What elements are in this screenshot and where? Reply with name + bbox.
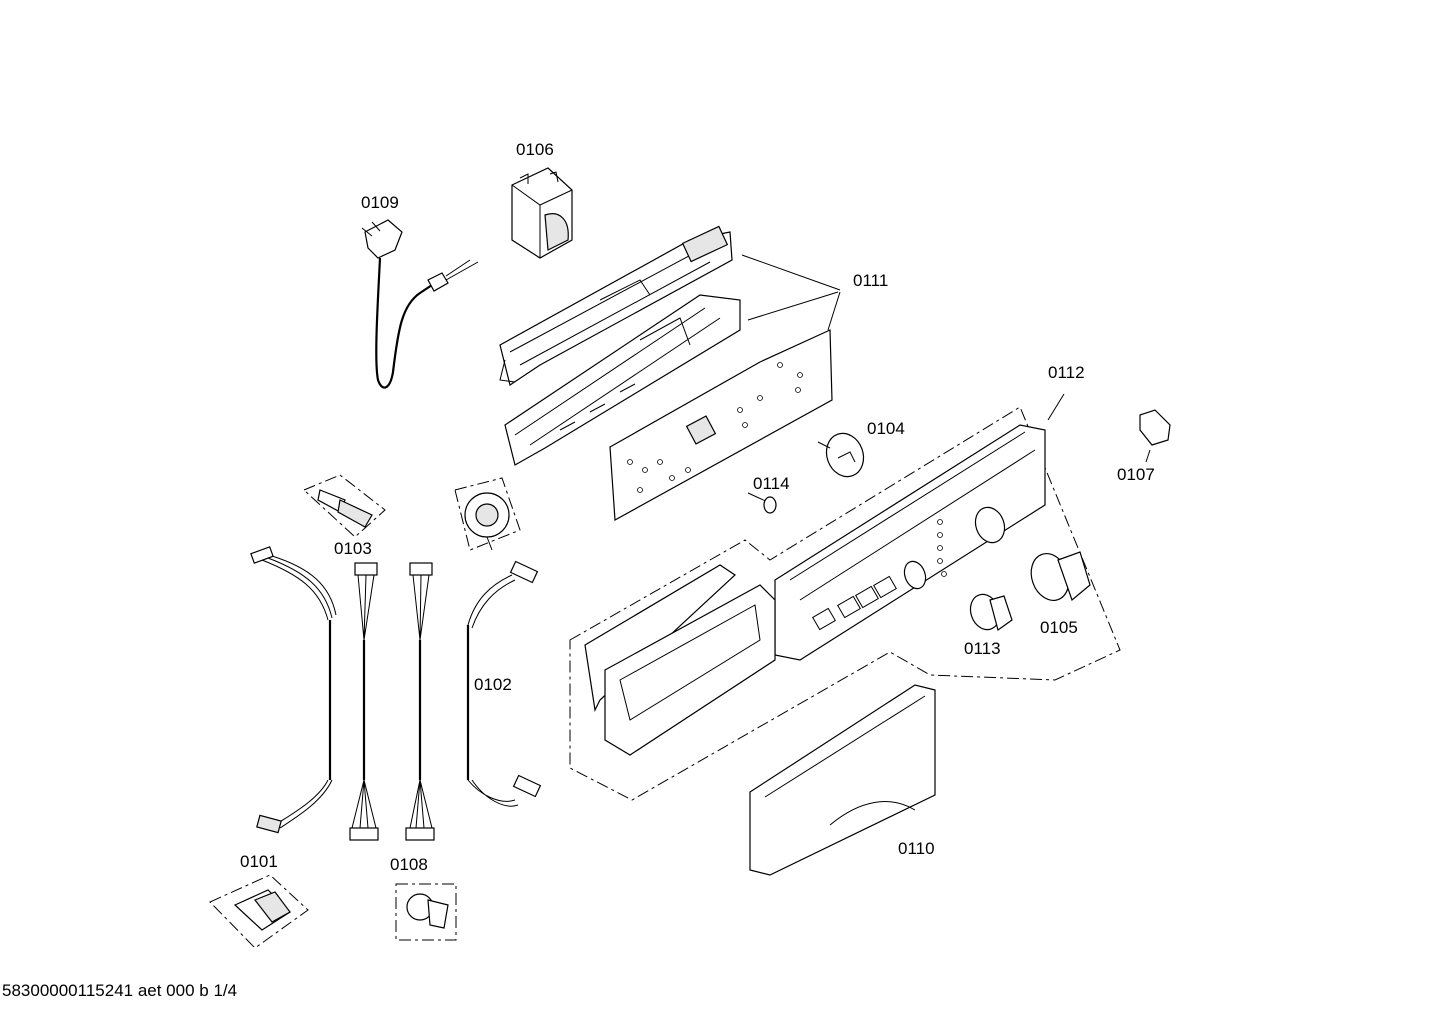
part-0108-wire-bundle-left[interactable] <box>349 562 379 841</box>
part-0110-drawer-handle[interactable] <box>749 684 936 876</box>
label-0111: 0111 <box>853 271 888 290</box>
part-0113-knob[interactable] <box>966 590 1013 633</box>
label-0106: 0106 <box>516 140 554 159</box>
label-0107: 0107 <box>1117 465 1155 484</box>
part-0109-power-cord[interactable] <box>361 219 479 389</box>
label-0113: 0113 <box>964 639 1001 658</box>
part-0108-wire-bundle-right[interactable] <box>405 562 435 841</box>
part-0111-upper-housing[interactable] <box>499 225 733 386</box>
label-0112: 0112 <box>1048 363 1085 382</box>
leader-0111 <box>741 254 841 331</box>
document-footer-id: 58300000115241 aet 000 b 1/4 <box>2 981 238 1000</box>
part-0101-wire-harness[interactable] <box>250 546 337 834</box>
part-drain-pump[interactable] <box>209 874 309 949</box>
part-0103-sensor[interactable] <box>303 474 386 538</box>
part-0104-selector-knob[interactable] <box>817 428 869 482</box>
label-0103: 0103 <box>334 539 372 558</box>
part-0102-wire-harness[interactable] <box>466 560 542 807</box>
part-0107-clip[interactable] <box>1139 409 1171 463</box>
leader-0112 <box>1047 393 1065 421</box>
part-0111-control-board[interactable] <box>609 329 833 521</box>
part-0108-valve[interactable] <box>395 883 457 941</box>
part-pressure-switch[interactable] <box>454 477 521 551</box>
label-0104: 0104 <box>867 419 905 438</box>
label-0109: 0109 <box>361 193 399 212</box>
label-0105: 0105 <box>1040 618 1078 637</box>
label-0110: 0110 <box>898 839 935 858</box>
part-0112-control-panel[interactable] <box>569 406 1121 801</box>
label-0102: 0102 <box>474 675 512 694</box>
label-0114: 0114 <box>753 474 790 493</box>
label-0101: 0101 <box>240 852 278 871</box>
label-0108: 0108 <box>390 855 428 874</box>
part-0111-middle-housing[interactable] <box>504 294 741 466</box>
part-0106-filter-block[interactable] <box>511 167 573 259</box>
part-0114-pin[interactable] <box>747 492 777 514</box>
part-0105-knob[interactable] <box>1025 548 1091 605</box>
